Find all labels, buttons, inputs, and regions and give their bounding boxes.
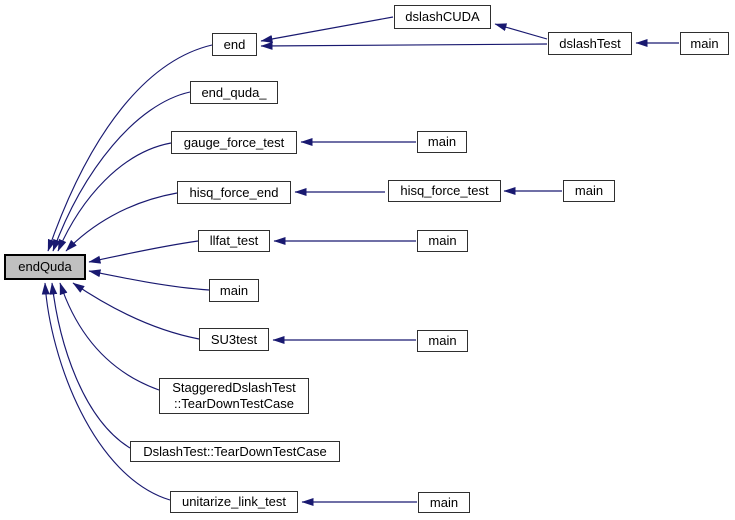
node-gauge_force_test-label: gauge_force_test — [183, 134, 285, 150]
node-main-label: main — [428, 233, 457, 248]
node-main-direct[interactable]: main — [209, 279, 259, 302]
edge-dslashtest-teardown-endquda — [49, 282, 131, 449]
edge-dslashtest-dslashcuda — [494, 23, 548, 40]
edge-dslashtest-end — [260, 41, 548, 50]
node-end-label: end — [223, 36, 246, 52]
node-staggered-label-line1: StaggeredDslashTest — [172, 380, 296, 395]
node-main-label: main — [574, 183, 604, 198]
node-gauge_force_test[interactable]: gauge_force_test — [171, 131, 297, 154]
node-main-label: main — [427, 134, 457, 149]
edge-main-endquda — [88, 269, 210, 291]
node-end_quda_[interactable]: end_quda_ — [190, 81, 278, 104]
node-hisq_force_end[interactable]: hisq_force_end — [177, 181, 291, 204]
node-llfat_test-label: llfat_test — [209, 233, 259, 248]
node-main-su3[interactable]: main — [417, 330, 468, 352]
node-unitarize_link_test[interactable]: unitarize_link_test — [170, 491, 298, 513]
node-endquda-label: endQuda — [18, 259, 72, 274]
edge-end_quda_-endquda — [52, 91, 191, 252]
node-dslashcuda-label: dslashCUDA — [405, 9, 480, 24]
edge-end-endquda — [47, 44, 213, 252]
edge-unitarize_link_test-endquda — [41, 282, 171, 501]
edge-llfat_test-endquda — [88, 240, 199, 264]
edge-hisq_force_end-endquda — [65, 192, 178, 252]
edge-gauge_force_test-endquda — [57, 142, 172, 252]
node-staggereddslashtest-teardowntestcase[interactable]: StaggeredDslashTest ::TearDownTestCase — [159, 378, 309, 414]
node-hisq_force_end-label: hisq_force_end — [189, 184, 279, 200]
node-unitarize_link_test-label: unitarize_link_test — [181, 494, 287, 509]
edge-su3test-endquda — [72, 282, 200, 340]
node-llfat_test[interactable]: llfat_test — [198, 230, 270, 252]
node-main-dslash[interactable]: main — [680, 32, 729, 55]
node-dslashtest-label: dslashTest — [559, 35, 621, 51]
node-main-llfat[interactable]: main — [417, 230, 468, 252]
node-main-gauge[interactable]: main — [417, 131, 467, 153]
node-main-label: main — [429, 494, 459, 510]
node-dslashtest[interactable]: dslashTest — [548, 32, 632, 55]
edge-staggereddslashtest-endquda — [59, 282, 160, 391]
node-hisq_force_test[interactable]: hisq_force_test — [388, 180, 501, 202]
node-staggered-label-line2: ::TearDownTestCase — [174, 396, 294, 411]
node-main-label: main — [690, 35, 719, 51]
node-dslashtest-teardown-label: DslashTest::TearDownTestCase — [143, 443, 327, 459]
node-main-hisq[interactable]: main — [563, 180, 615, 202]
node-su3test-label: SU3test — [210, 331, 258, 347]
node-su3test[interactable]: SU3test — [199, 328, 269, 351]
node-end[interactable]: end — [212, 33, 257, 56]
node-end_quda_-label: end_quda_ — [201, 84, 267, 100]
node-dslashtest-teardowntestcase[interactable]: DslashTest::TearDownTestCase — [130, 441, 340, 462]
node-main-unitarize[interactable]: main — [418, 492, 470, 513]
node-dslashcuda[interactable]: dslashCUDA — [394, 5, 491, 29]
node-main-label: main — [219, 282, 249, 298]
node-hisq_force_test-label: hisq_force_test — [400, 183, 489, 198]
node-main-label: main — [428, 333, 457, 348]
edge-dslashcuda-end — [260, 16, 394, 43]
node-endquda: endQuda — [4, 254, 86, 280]
